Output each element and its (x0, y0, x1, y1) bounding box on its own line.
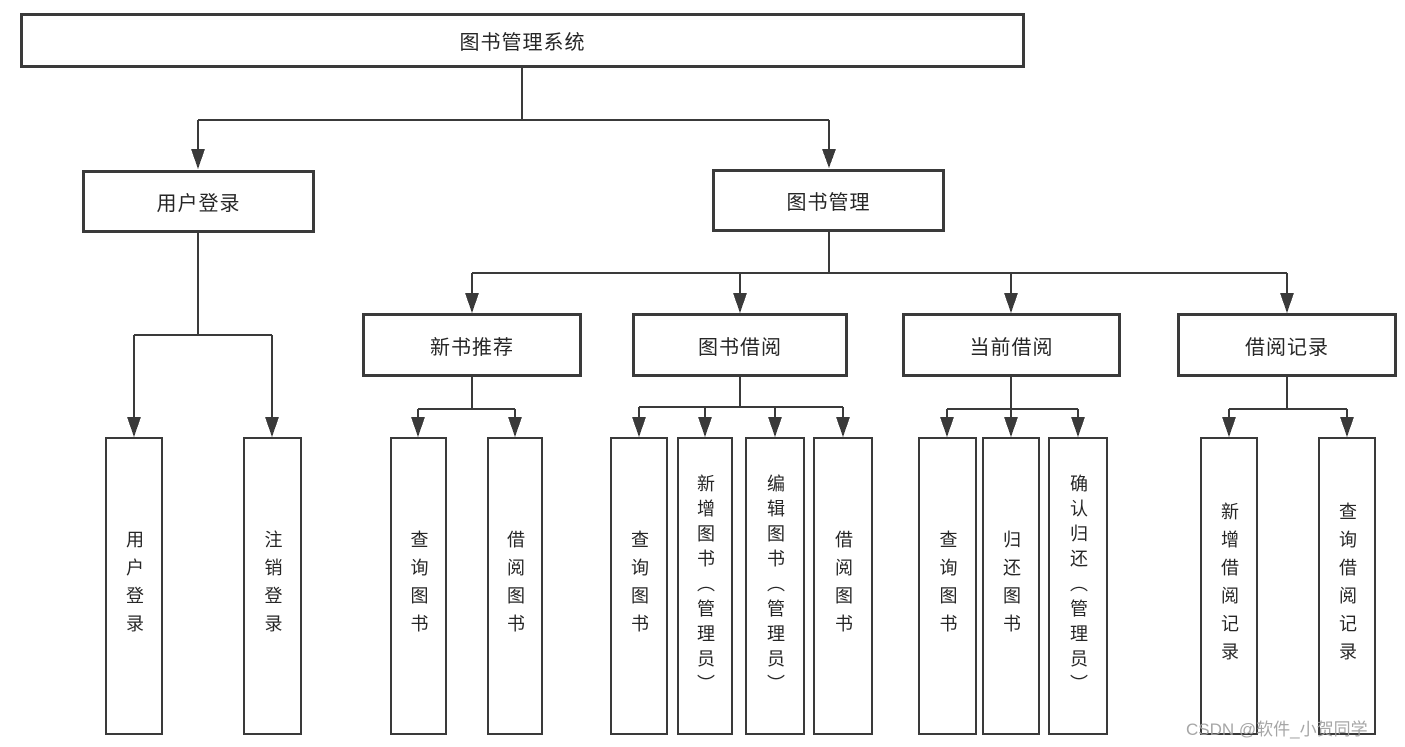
leaf-user-login: 用户登录 (105, 437, 163, 735)
leaf-bb-borrow-book: 借阅图书 (813, 437, 873, 735)
node-book-management-label: 图书管理 (786, 192, 871, 214)
leaf-br-add-record-label: 新增借阅记录 (1219, 502, 1239, 670)
node-borrow-records: 借阅记录 (1177, 313, 1397, 377)
node-root-label: 图书管理系统 (459, 32, 586, 54)
node-current-borrow: 当前借阅 (902, 313, 1121, 377)
leaf-cb-return-book: 归还图书 (982, 437, 1040, 735)
leaf-bb-add-book-admin-label: 新增图书（管理员） (695, 473, 715, 699)
csdn-watermark: CSDN @软件_小贺同学 (1186, 720, 1368, 739)
leaf-cb-confirm-return-admin-label: 确认归还（管理员） (1068, 473, 1088, 699)
leaf-br-add-record: 新增借阅记录 (1200, 437, 1258, 735)
node-root: 图书管理系统 (20, 13, 1025, 68)
node-borrow-records-label: 借阅记录 (1245, 336, 1329, 359)
leaf-br-query-record: 查询借阅记录 (1318, 437, 1376, 735)
leaf-nbr-query-book-label: 查询图书 (408, 530, 429, 642)
node-book-borrow-label: 图书借阅 (698, 336, 782, 359)
leaf-cb-query-book: 查询图书 (918, 437, 977, 735)
node-user-login: 用户登录 (82, 170, 315, 233)
leaf-cb-query-book-label: 查询图书 (937, 530, 958, 642)
leaf-nbr-borrow-book-label: 借阅图书 (505, 530, 525, 642)
leaf-bb-query-book: 查询图书 (610, 437, 668, 735)
leaf-bb-query-book-label: 查询图书 (629, 530, 649, 642)
leaf-user-login-label: 用户登录 (124, 530, 144, 642)
leaf-br-query-record-label: 查询借阅记录 (1337, 502, 1357, 670)
leaf-nbr-borrow-book: 借阅图书 (487, 437, 543, 735)
node-current-borrow-label: 当前借阅 (969, 336, 1054, 359)
node-book-borrow: 图书借阅 (632, 313, 848, 377)
leaf-cb-confirm-return-admin: 确认归还（管理员） (1048, 437, 1108, 735)
leaf-logout-label: 注销登录 (262, 530, 283, 642)
leaf-bb-edit-book-admin: 编辑图书（管理员） (745, 437, 805, 735)
leaf-bb-edit-book-admin-label: 编辑图书（管理员） (765, 473, 785, 699)
leaf-bb-add-book-admin: 新增图书（管理员） (677, 437, 733, 735)
node-book-management: 图书管理 (712, 169, 945, 232)
leaf-nbr-query-book: 查询图书 (390, 437, 447, 735)
leaf-bb-borrow-book-label: 借阅图书 (833, 530, 853, 642)
leaf-cb-return-book-label: 归还图书 (1001, 530, 1021, 642)
leaf-logout: 注销登录 (243, 437, 302, 735)
node-new-book-recommend-label: 新书推荐 (430, 336, 514, 359)
node-new-book-recommend: 新书推荐 (362, 313, 582, 377)
node-user-login-label: 用户登录 (156, 193, 241, 215)
